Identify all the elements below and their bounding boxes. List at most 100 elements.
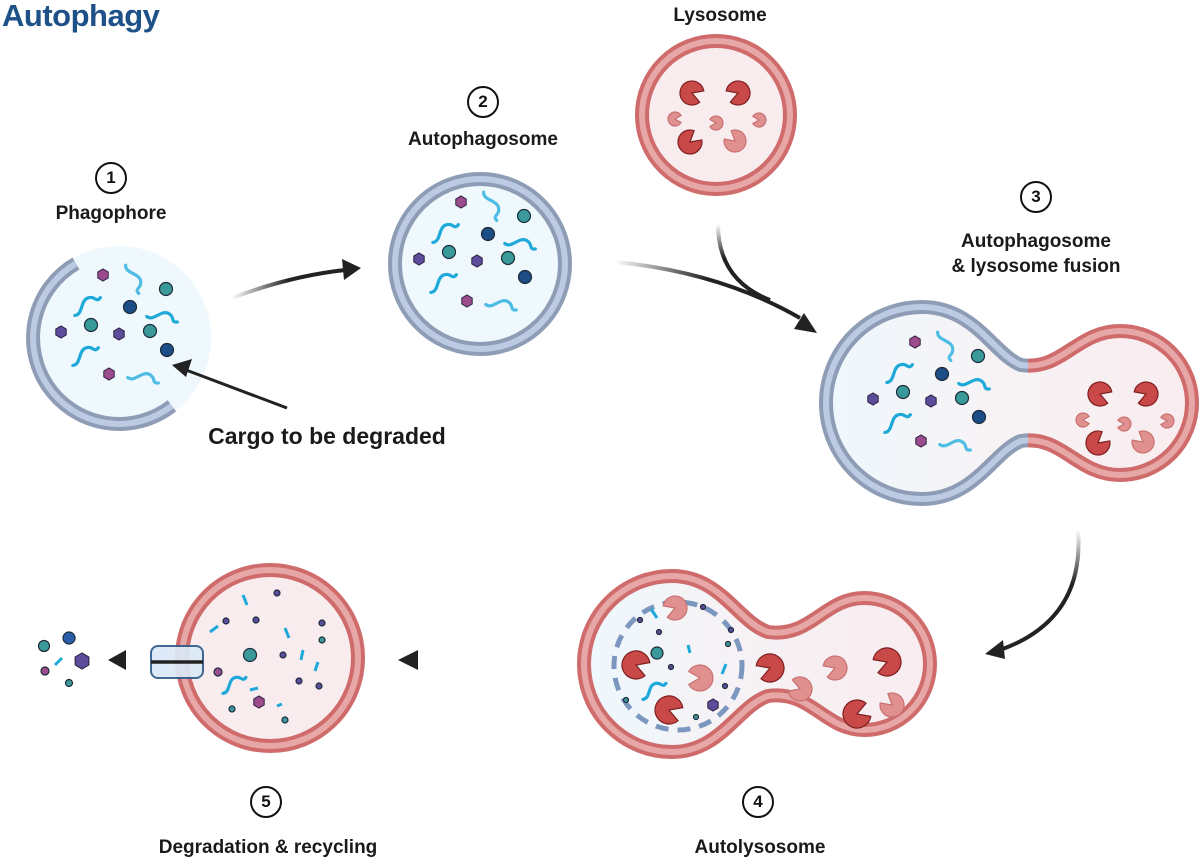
protein-strand [883,412,912,435]
disintegrating-inner-membrane [611,599,745,733]
arrow-1-to-2-head [342,259,361,280]
diagram-title: Autophagy [2,0,160,33]
peptide-fragment [313,661,320,672]
arrow-autophagosome-to-fusion [614,260,801,320]
navy-particle [934,366,950,382]
step-2-label: Autophagosome [408,129,558,150]
cargo-label: Cargo to be degraded [208,423,446,449]
autolysosome-membrane-inner [581,572,933,756]
protein-strand [936,330,955,363]
teal-particle [970,348,986,364]
teal-particle [500,250,516,266]
arrow-3-to-4-head [985,640,1005,659]
protein-strand [71,345,100,368]
fusion-membrane-red-inner [1028,327,1195,479]
hexagon-particle [413,252,425,266]
teal-particle [158,281,174,297]
hexagon-particle [471,254,483,268]
protein-strand [73,295,102,318]
hexagon-particle [253,695,265,709]
protein-strand [957,378,991,391]
small-particle [222,617,230,625]
peptide-fragment [53,656,64,667]
small-particle [318,636,326,644]
small-particle [279,651,287,659]
active-enzyme [654,695,684,725]
step-2-number: 2 [467,86,499,118]
fusion-membrane-autophagosome-side [819,299,1028,507]
step-5-number: 5 [250,786,282,818]
hexagon-particle [97,268,109,282]
active-enzyme [755,653,785,683]
active-enzyme [677,129,703,155]
hexagon-particle [455,195,467,209]
small-fragment [724,640,732,648]
small-fragment [655,628,663,636]
fusion-membrane-blue-inner [823,303,1028,503]
teal-particle [83,317,99,333]
protein-strand [221,675,248,695]
arrow-4-to-5-head [398,650,418,670]
active-enzyme [679,80,705,106]
inactive-enzyme [822,655,848,681]
peptide-fragment [276,702,283,708]
hexagon-particle [55,325,67,339]
small-fragment [721,682,729,690]
active-enzyme [1133,381,1159,407]
step-4-number: 4 [742,786,774,818]
protein-strand [126,372,160,385]
hexagon-particle [74,652,90,670]
inactive-enzyme [723,129,747,153]
small-particle [40,666,50,676]
protein-strand [641,681,668,701]
small-fragment [636,616,644,624]
small-particle [228,705,236,713]
peptide-fragment [241,594,249,606]
fusion-membrane-lysosome-side [1028,323,1199,483]
peptide-fragment [720,663,728,675]
step-1-label: Phagophore [55,203,167,224]
hexagon-particle [461,294,473,308]
active-enzyme [1087,381,1113,407]
step-3-label-line2: & lysosome fusion [951,256,1121,277]
teal-particle [895,384,911,400]
navy-particle [517,269,533,285]
cargo-pointer-arrowhead [172,359,192,377]
peptide-fragment [686,644,692,654]
protein-strand [145,311,179,324]
peptide-fragment [299,649,305,661]
teal-particle [650,646,664,660]
teal-particle [954,390,970,406]
small-fragment [699,603,707,611]
small-fragment [727,626,735,634]
step-3-label-line1: Autophagosome [961,231,1111,252]
active-enzyme [872,647,902,677]
protein-strand [482,190,501,223]
arrow-3-to-4 [999,529,1081,652]
inactive-enzyme [1131,430,1155,454]
inactive-enzyme [752,112,767,128]
step-4-label: Autolysosome [694,837,826,858]
active-enzyme [725,80,751,106]
inactive-enzyme [1075,412,1090,428]
arrow-to-fusion-head [794,313,817,333]
protein-strand [503,238,537,251]
inactive-enzyme [787,676,813,702]
peptide-fragment [649,608,659,619]
phagophore-membrane-inner [30,260,174,427]
fusion-vesicle [819,299,1199,507]
small-particle [318,619,326,627]
navy-particle [480,226,496,242]
inactive-enzyme [1160,413,1175,429]
hexagon-particle [103,367,115,381]
step-3-number: 3 [1020,181,1052,213]
lysosome-label: Lysosome [673,5,767,26]
peptide-fragment [283,627,291,639]
small-particle [315,682,323,690]
small-fragment [692,713,700,721]
navy-particle [159,342,175,358]
navy-particle [122,299,138,315]
arrow-lysosome-to-fusion [716,223,771,302]
